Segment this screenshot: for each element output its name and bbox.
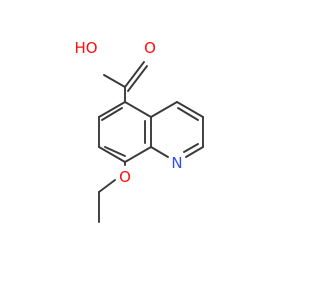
ether-oxygen-label: O (119, 168, 131, 186)
bond-oether-ch2 (98, 179, 116, 193)
bond-c4a-c4 (150, 101, 178, 118)
ring-nitrogen-label: N (171, 154, 182, 172)
hydroxyl-oxygen-label: HO (74, 39, 97, 57)
chemical-structure: HO O N O (74, 39, 204, 223)
bond-c-oh (103, 74, 126, 88)
bond-c2-n (185, 146, 204, 158)
bond-n-c8a (150, 146, 169, 158)
carbonyl-oxygen-label: O (144, 39, 156, 57)
bond-c4-c3 (176, 101, 204, 118)
bond-c8-c8a (124, 146, 152, 163)
bond-c-o-double-b (127, 65, 148, 92)
bond-c7-c8 (98, 146, 126, 163)
bond-c7-c8-inner (104, 146, 126, 157)
bond-c4a-c5 (124, 101, 152, 118)
bond-c-o-double-a (124, 61, 145, 88)
bond-c2-n-inner (183, 143, 199, 153)
bond-c5-c6 (98, 101, 126, 118)
bond-c4-c3-inner (177, 107, 199, 121)
bond-c5-c6-inner (101, 107, 123, 121)
